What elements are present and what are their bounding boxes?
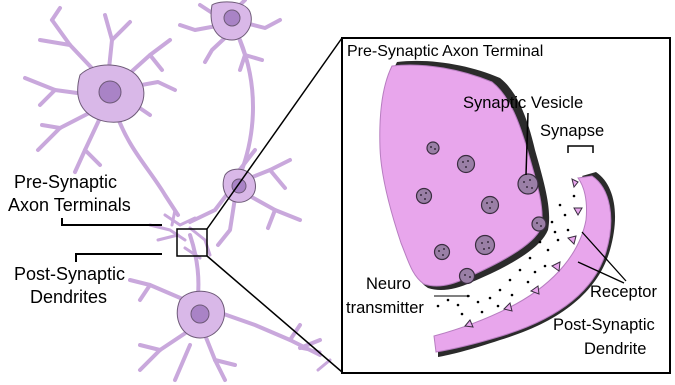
synapse-label: Synapse — [540, 122, 604, 140]
neurotransmitter-label-line1: Neuro — [366, 275, 411, 293]
pre-synaptic-terminals-label-group: Pre-Synaptic Axon Terminals — [8, 172, 162, 225]
bottom-nucleus — [191, 305, 209, 323]
vesicle — [482, 197, 499, 214]
receptor-label: Receptor — [590, 283, 657, 301]
top-right-nucleus — [224, 10, 240, 26]
vesicle — [460, 269, 475, 284]
inset-title: Pre-Synaptic Axon Terminal — [347, 43, 543, 60]
bottom-right-branch — [300, 348, 330, 370]
post-dendrites-label-line2: Dendrites — [30, 287, 107, 307]
post-dendrites-leader — [76, 254, 162, 262]
vesicle — [417, 189, 432, 204]
vesicle — [476, 236, 495, 255]
vesicle — [518, 174, 538, 194]
synapse-inset: Pre-Synaptic Axon Terminal — [342, 38, 670, 373]
bottom-neuron-dendrites — [130, 280, 320, 380]
zoom-line-top — [207, 38, 342, 229]
vesicle — [427, 142, 439, 154]
vesicle — [532, 217, 546, 231]
synaptic-vesicle-label: Synaptic Vesicle — [463, 94, 583, 112]
vesicle — [458, 156, 475, 173]
pre-terminals-label-line1: Pre-Synaptic — [14, 172, 117, 192]
vesicle — [435, 245, 450, 260]
top-left-nucleus — [99, 81, 121, 103]
neurotransmitter-label-line2: transmitter — [346, 299, 424, 317]
pre-terminals-label-line2: Axon Terminals — [8, 195, 131, 215]
post-dendrite-label-line2: Dendrite — [584, 340, 646, 358]
post-dendrite-label-line1: Post-Synaptic — [553, 316, 655, 334]
post-dendrites-label-line1: Post-Synaptic — [14, 264, 125, 284]
bottom-neuron-dendrite-up — [190, 235, 198, 295]
pre-terminals-leader — [62, 218, 162, 225]
